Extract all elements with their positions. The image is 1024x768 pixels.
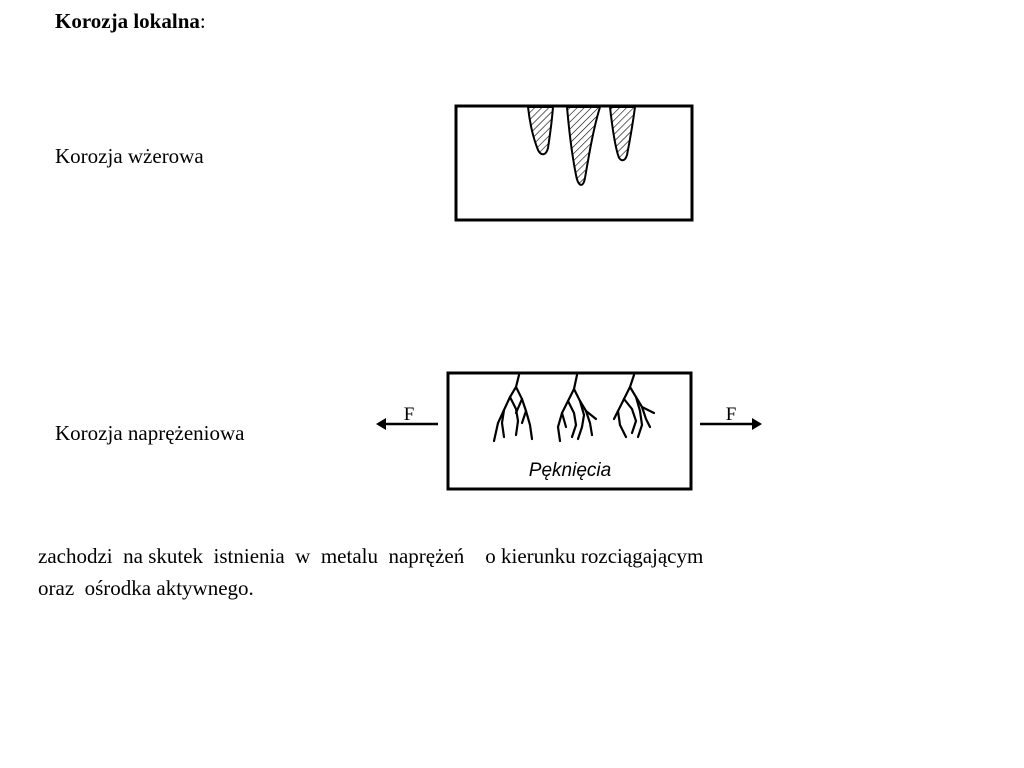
- crack-3: [612, 373, 656, 439]
- left-force-label: F: [404, 404, 415, 425]
- pitting-corrosion-label: Korozja wżerowa: [55, 144, 204, 168]
- slide-title: Korozja lokalna:: [55, 8, 206, 34]
- stress-corrosion-description: zachodzi na skutek istnienia w metalu na…: [38, 540, 958, 604]
- right-force-arrow: [700, 418, 762, 430]
- description-line-2: oraz ośrodka aktywnego.: [38, 576, 254, 600]
- left-force-arrow: [376, 418, 438, 430]
- crack-1: [492, 373, 534, 443]
- pitting-corrosion-diagram: [454, 104, 694, 222]
- pit-2: [565, 106, 602, 186]
- pit-1: [526, 106, 555, 156]
- right-force-label: F: [726, 404, 737, 425]
- stress-corrosion-diagram: Pęknięcia F F: [376, 371, 762, 491]
- stress-corrosion-label: Korozja naprężeniowa: [55, 421, 245, 445]
- slide-title-colon: :: [199, 9, 206, 33]
- slide-title-bold: Korozja lokalna: [55, 9, 200, 33]
- pit-3: [608, 106, 637, 162]
- cracks-caption: Pęknięcia: [529, 460, 611, 481]
- crack-2: [556, 373, 598, 443]
- description-line-1: zachodzi na skutek istnienia w metalu na…: [38, 544, 704, 568]
- stressed-metal-block: [446, 371, 693, 491]
